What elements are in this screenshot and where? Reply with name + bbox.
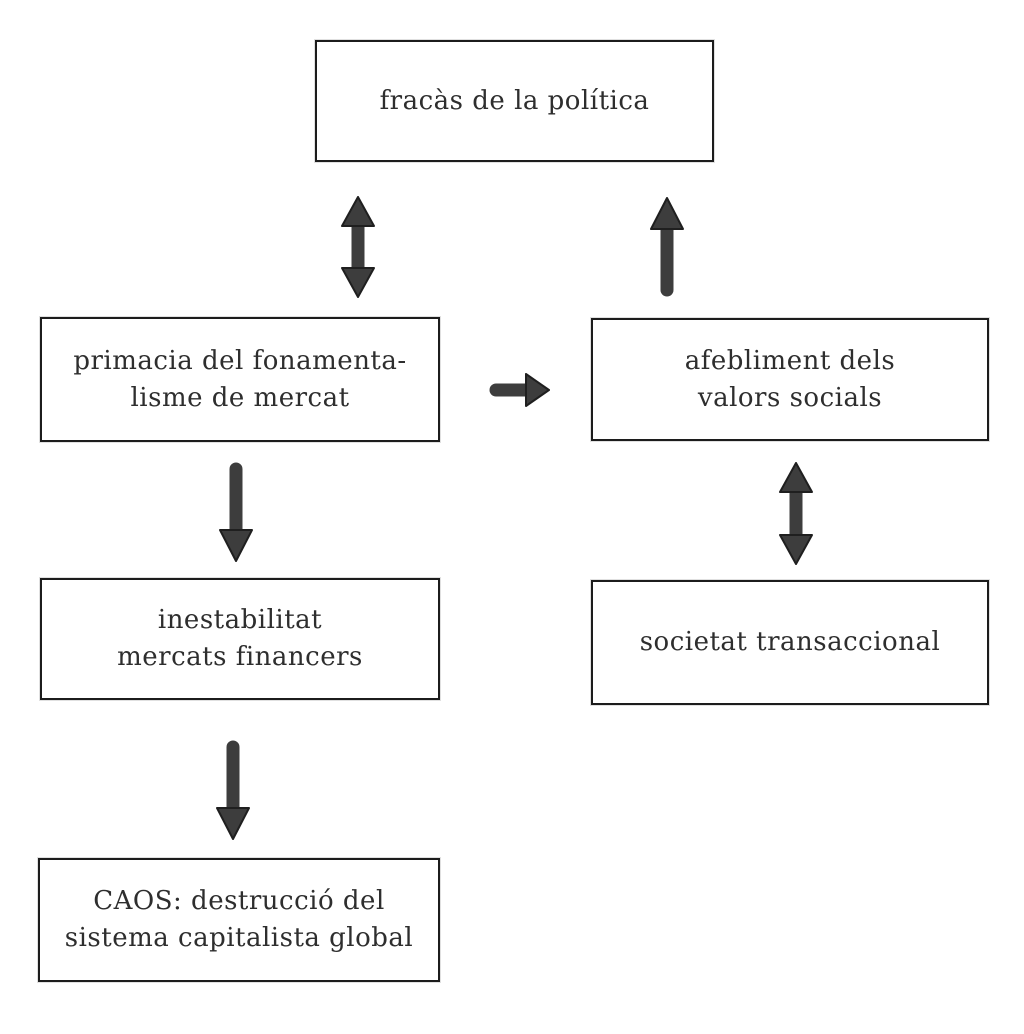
- node-societat-transaccional: societat transaccional: [591, 580, 989, 705]
- node-afebliment-valors: afebliment dels valors socials: [591, 318, 989, 441]
- node-caos-destruccio: CAOS: destrucció del sistema capitalista…: [38, 858, 440, 982]
- node-label: primacia del fonamenta- lisme de mercat: [73, 345, 407, 413]
- up-arrow-icon: [650, 197, 684, 297]
- double-headed-vertical-arrow-afebliment-societat: [778, 462, 814, 565]
- down-arrow-icon: [216, 740, 250, 840]
- node-primacia-fonamentalisme: primacia del fonamenta- lisme de mercat: [40, 317, 440, 442]
- node-fracas-politica: fracàs de la política: [315, 40, 714, 162]
- up-down-arrow-icon: [779, 462, 813, 565]
- node-label: fracàs de la política: [379, 85, 650, 116]
- single-up-arrow-afebliment-fracas: [649, 197, 685, 297]
- double-headed-vertical-arrow-primacia-fracas: [340, 196, 376, 298]
- node-label: CAOS: destrucció del sistema capitalista…: [64, 886, 414, 953]
- single-down-arrow-primacia-inestabilitat: [218, 462, 254, 562]
- node-label: afebliment dels valors socials: [684, 345, 896, 413]
- single-down-arrow-inestabilitat-caos: [215, 740, 251, 840]
- up-down-arrow-icon: [341, 196, 375, 298]
- node-label: societat transaccional: [639, 627, 941, 658]
- down-arrow-icon: [219, 462, 253, 562]
- node-inestabilitat-mercats: inestabilitat mercats financers: [40, 578, 440, 700]
- node-label: inestabilitat mercats financers: [117, 605, 363, 672]
- right-arrow-icon: [489, 373, 550, 407]
- single-right-arrow-primacia-afebliment: [488, 373, 550, 407]
